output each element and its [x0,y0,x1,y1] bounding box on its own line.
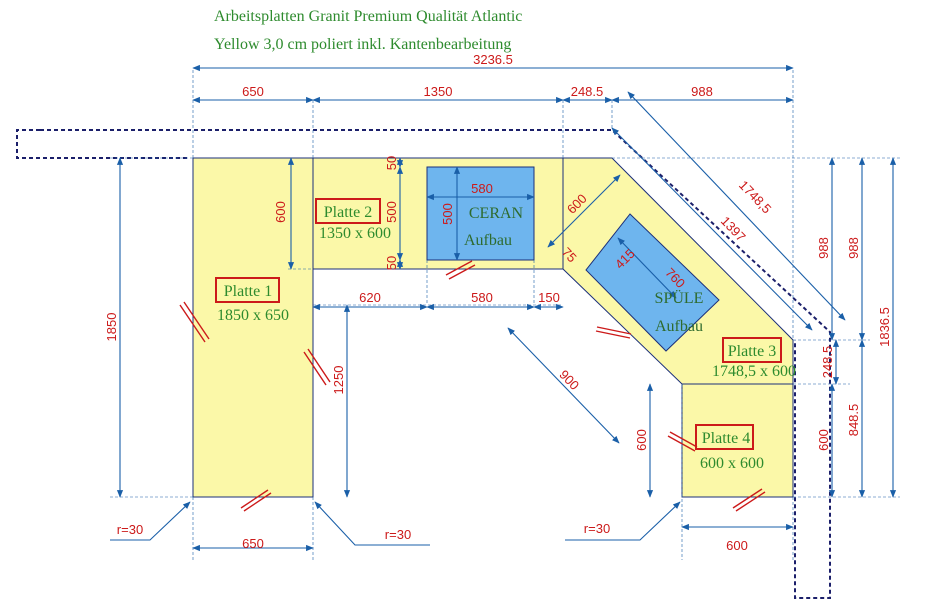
radius-label-3: r=30 [584,521,610,536]
dim-plate4-600: 600 [634,429,649,451]
radius-label-1: r=30 [117,522,143,537]
plate-1-label-box [215,277,280,303]
dim-right-988-a: 988 [816,237,831,259]
plate-3-size: 1748,5 x 600 [712,363,796,380]
plate-4-size: 600 x 600 [700,455,764,472]
dim-ceran-580: 580 [471,181,493,196]
plate-3-label-box [722,337,782,363]
dim-total-width: 3236.5 [473,52,513,67]
dim-plate2-600: 600 [273,201,288,223]
dim-top-650: 650 [242,84,264,99]
ceran-label-1: CERAN [469,205,524,222]
radius-label-2: r=30 [385,527,411,542]
plate-2-label-box [315,198,381,224]
plate-3-name: Platte 3 [728,343,776,360]
dim-plate1-1250: 1250 [331,366,346,395]
dim-right-848-5: 848.5 [846,404,861,437]
dim-right-988-b: 988 [846,237,861,259]
dimension-lines [110,64,897,552]
plate-2-size: 1350 x 600 [319,225,391,242]
ceran-label-2: Aufbau [464,232,512,249]
spule-label-2: Aufbau [655,318,703,335]
dim-top-248-5: 248.5 [571,84,604,99]
ceran-cutout [426,166,535,261]
dim-bottom-650: 650 [242,536,264,551]
wall-outline-left [16,129,190,159]
dim-right-1836-5: 1836.5 [877,307,892,347]
spule-label-1: SPÜLE [655,289,704,307]
dim-left-1850: 1850 [104,313,119,342]
dim-mid-150: 150 [538,290,560,305]
title-line-2: Yellow 3,0 cm poliert inkl. Kantenbearbe… [214,36,511,53]
dim-diag-1748-5: 1748,5 [736,177,774,216]
dim-mid-620: 620 [359,290,381,305]
dim-top-988: 988 [691,84,713,99]
dim-plate2-50a: 50 [384,156,399,170]
dim-ceran-500: 500 [440,203,455,225]
dim-plate2-500: 500 [384,201,399,223]
dim-mid-580: 580 [471,290,493,305]
plate-2-name: Platte 2 [324,204,372,221]
plate-1-name: Platte 1 [224,283,272,300]
dim-top-1350: 1350 [424,84,453,99]
dim-bottom-600: 600 [726,538,748,553]
plate-1-size: 1850 x 650 [217,307,289,324]
plate-4-label-box [695,424,754,450]
dim-diag-900: 900 [556,367,582,393]
dim-right-600: 600 [816,429,831,451]
dim-plate2-50b: 50 [384,256,399,270]
plate-4-name: Platte 4 [702,430,750,447]
title-line-1: Arbeitsplatten Granit Premium Qualität A… [214,8,522,25]
dim-right-248-5: 248.5 [820,346,835,379]
plate-1-slab [192,157,314,498]
